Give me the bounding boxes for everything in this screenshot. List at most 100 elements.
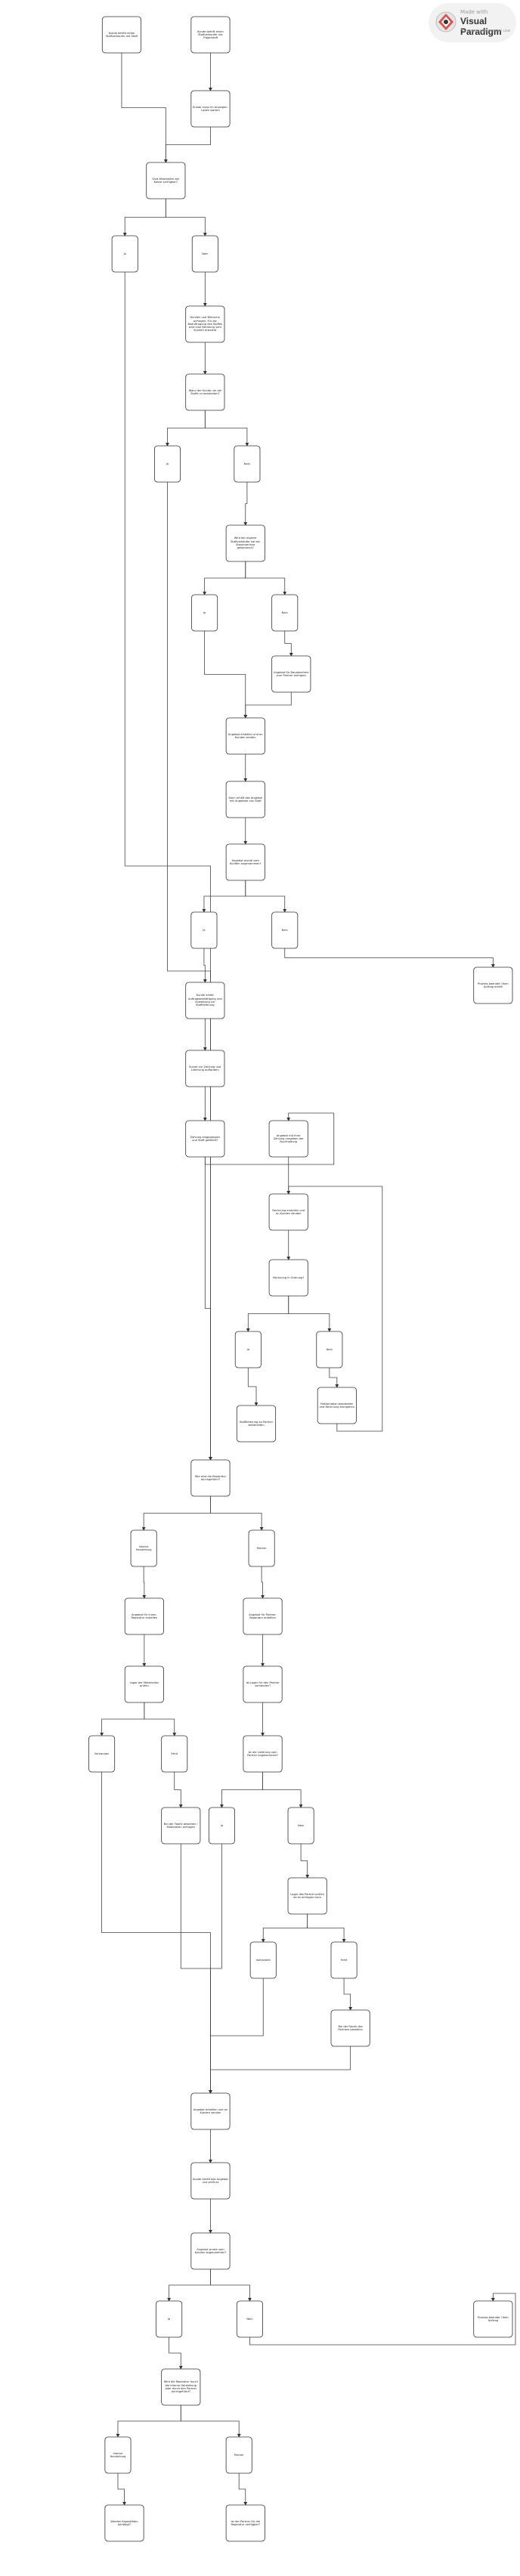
connector-n45-n48	[209, 1978, 264, 2094]
node-box	[161, 1735, 188, 1773]
connector-n54-n55	[116, 2405, 181, 2438]
flow-node-n6: Nein	[191, 235, 218, 273]
connector-n1-n4	[121, 53, 168, 163]
connector-n36-n40	[144, 1702, 177, 1736]
node-label: Bei der Fabrik des Partners bestellen	[338, 2024, 363, 2031]
node-box	[473, 2300, 513, 2338]
node-label: Nein	[202, 252, 209, 255]
connector-n26-n27	[246, 1296, 289, 1332]
node-label: Kunde erhält Auftragsbestätigung und Anw…	[188, 994, 222, 1007]
flow-node-n37: Ist Lager für den Partner vorhanden?	[243, 1665, 283, 1703]
flow-node-n50: Angebot wurde vom Kunden angenommen?	[190, 2232, 231, 2270]
flow-node-n35: Angebot für Partner-Reparatur erstellen	[243, 1597, 283, 1635]
flow-node-n36: Lager der Materialien prüfen	[124, 1665, 164, 1703]
node-label: Rechnung erstellen und an Kunden senden	[272, 1208, 305, 1215]
flow-node-n40: Fehlt	[161, 1735, 188, 1773]
connector-n12-n15	[204, 631, 248, 719]
flow-node-n18: Ja	[190, 911, 218, 949]
node-box	[271, 911, 299, 949]
node-box	[234, 445, 261, 483]
node-label: Prozess beendet / Kein Auftrag	[477, 2315, 509, 2322]
flow-node-n51: Ja	[156, 2300, 183, 2338]
connector-n50-n51	[167, 2269, 211, 2302]
flow-node-n29: Stofflieferung an Partner weiterleiten	[236, 1405, 277, 1443]
node-box	[190, 90, 231, 128]
flow-node-n38: Ist die Lieferung vom Partner angekommen…	[243, 1735, 283, 1773]
connector-n36-n39	[100, 1702, 145, 1736]
node-box	[88, 1735, 116, 1773]
flow-node-n58: Ist der Partner für die Reparatur verfüg…	[225, 2504, 265, 2542]
node-box	[191, 594, 218, 632]
node-box	[268, 1259, 308, 1297]
connector-n17-n19	[245, 880, 287, 913]
flow-node-n24: Angebot mit Ihrer Zahlung vorgeben der B…	[268, 1120, 308, 1158]
node-label: Ja	[167, 2317, 171, 2321]
connector-n4-n5	[122, 199, 166, 237]
connector-n31-n32	[141, 1496, 211, 1531]
connector-n42-n44	[300, 1844, 310, 1879]
flow-node-n53: Prozess beendet / Kein Auftrag	[473, 2300, 513, 2338]
connector-n10-n11	[243, 482, 248, 526]
node-label: Ist der Partner für die Reparatur verfüg…	[231, 2519, 260, 2526]
node-label: Angebot mit Ihrer Zahlung vorgeben der B…	[273, 1133, 304, 1144]
node-label: Nein	[281, 928, 288, 932]
flow-node-n25: Rechnung erstellen und an Kunden senden	[268, 1193, 308, 1231]
node-label: Angebot für Partner-Reparatur erstellen	[249, 1613, 277, 1619]
flow-node-n9: Ja	[153, 445, 181, 483]
node-label: Partner	[256, 1546, 267, 1550]
flow-node-n23: Zahlung eingegangen und Stoff geliefert?	[185, 1120, 225, 1158]
node-box	[473, 966, 513, 1004]
node-label: Wann der Kunde um die Stoffe zu bearbeit…	[188, 388, 221, 395]
connector-n50-n52	[210, 2269, 252, 2302]
connector-n11-n12	[203, 561, 246, 595]
connector-n40-n43	[174, 1772, 183, 1808]
node-box	[111, 235, 138, 273]
node-box	[225, 843, 265, 881]
node-label: Werden Kapazitäten benötigt?	[110, 2519, 138, 2526]
node-label: Rechnung in Ordnung?	[273, 1276, 305, 1279]
flow-node-n42: Nein	[287, 1807, 314, 1845]
node-box	[249, 1941, 277, 1979]
connector-n46-n47	[343, 1978, 353, 2011]
node-label: Fehlt	[171, 1752, 178, 1755]
flow-node-n19: Nein	[271, 911, 299, 949]
node-box	[190, 911, 218, 949]
node-box	[190, 1459, 231, 1497]
node-label: Ja	[246, 1347, 249, 1351]
node-box	[124, 1665, 164, 1703]
flow-node-n14: Angebot für Bauabnahme zum Partner anfra…	[271, 655, 311, 693]
flow-node-n2: Kunde betritt einen Stoffverkaufer mit T…	[190, 16, 231, 54]
flow-node-n17: Angebot wurde vom Kunden angenommen?	[225, 843, 265, 881]
node-box	[234, 1331, 262, 1368]
node-box	[268, 1120, 308, 1158]
flow-node-n48: Angebot erstellen und an Kunden senden	[190, 2092, 231, 2130]
node-label: Interne Herstellung	[110, 2451, 126, 2458]
flow-node-n8: Wann der Kunde um die Stoffe zu bearbeit…	[185, 373, 225, 411]
connector-n19-n20	[284, 948, 495, 968]
node-label: Nein	[243, 462, 250, 465]
connector-n31-n33	[210, 1496, 264, 1531]
node-box	[153, 445, 181, 483]
node-label: Nein	[281, 611, 288, 614]
node-label: Sind Mitarbeiter der Kasse verfügbar?	[152, 177, 180, 184]
flow-node-n1: Kunde betritt einen Stoffverkaufer mit S…	[101, 16, 141, 54]
node-label: Kunde betritt einen Stoffverkaufer mit S…	[105, 31, 138, 38]
node-label: Ja	[220, 1823, 224, 1827]
node-box	[271, 655, 311, 693]
node-box	[243, 1597, 283, 1635]
node-label: Angebot für Bauabnahme zum Partner anfra…	[274, 670, 309, 677]
node-box	[243, 1665, 283, 1703]
node-box	[248, 1529, 275, 1567]
node-label: Angebot erstellen und an Kunden senden	[228, 732, 263, 739]
node-box	[185, 982, 225, 1019]
node-box	[190, 2232, 231, 2270]
node-box	[243, 1735, 283, 1773]
node-label: Nein	[246, 2317, 253, 2321]
flow-node-n55: Interne Herstellung	[104, 2436, 132, 2474]
connector-n44-n46	[307, 1914, 346, 1943]
flow-node-n54: Wird die Reparatur durch die interne Her…	[161, 2368, 201, 2406]
connector-layer	[100, 53, 516, 2506]
flow-node-n27: Ja	[234, 1331, 262, 1368]
node-label: Wird der eigener Stoffverkäufer hat ein …	[231, 537, 261, 550]
